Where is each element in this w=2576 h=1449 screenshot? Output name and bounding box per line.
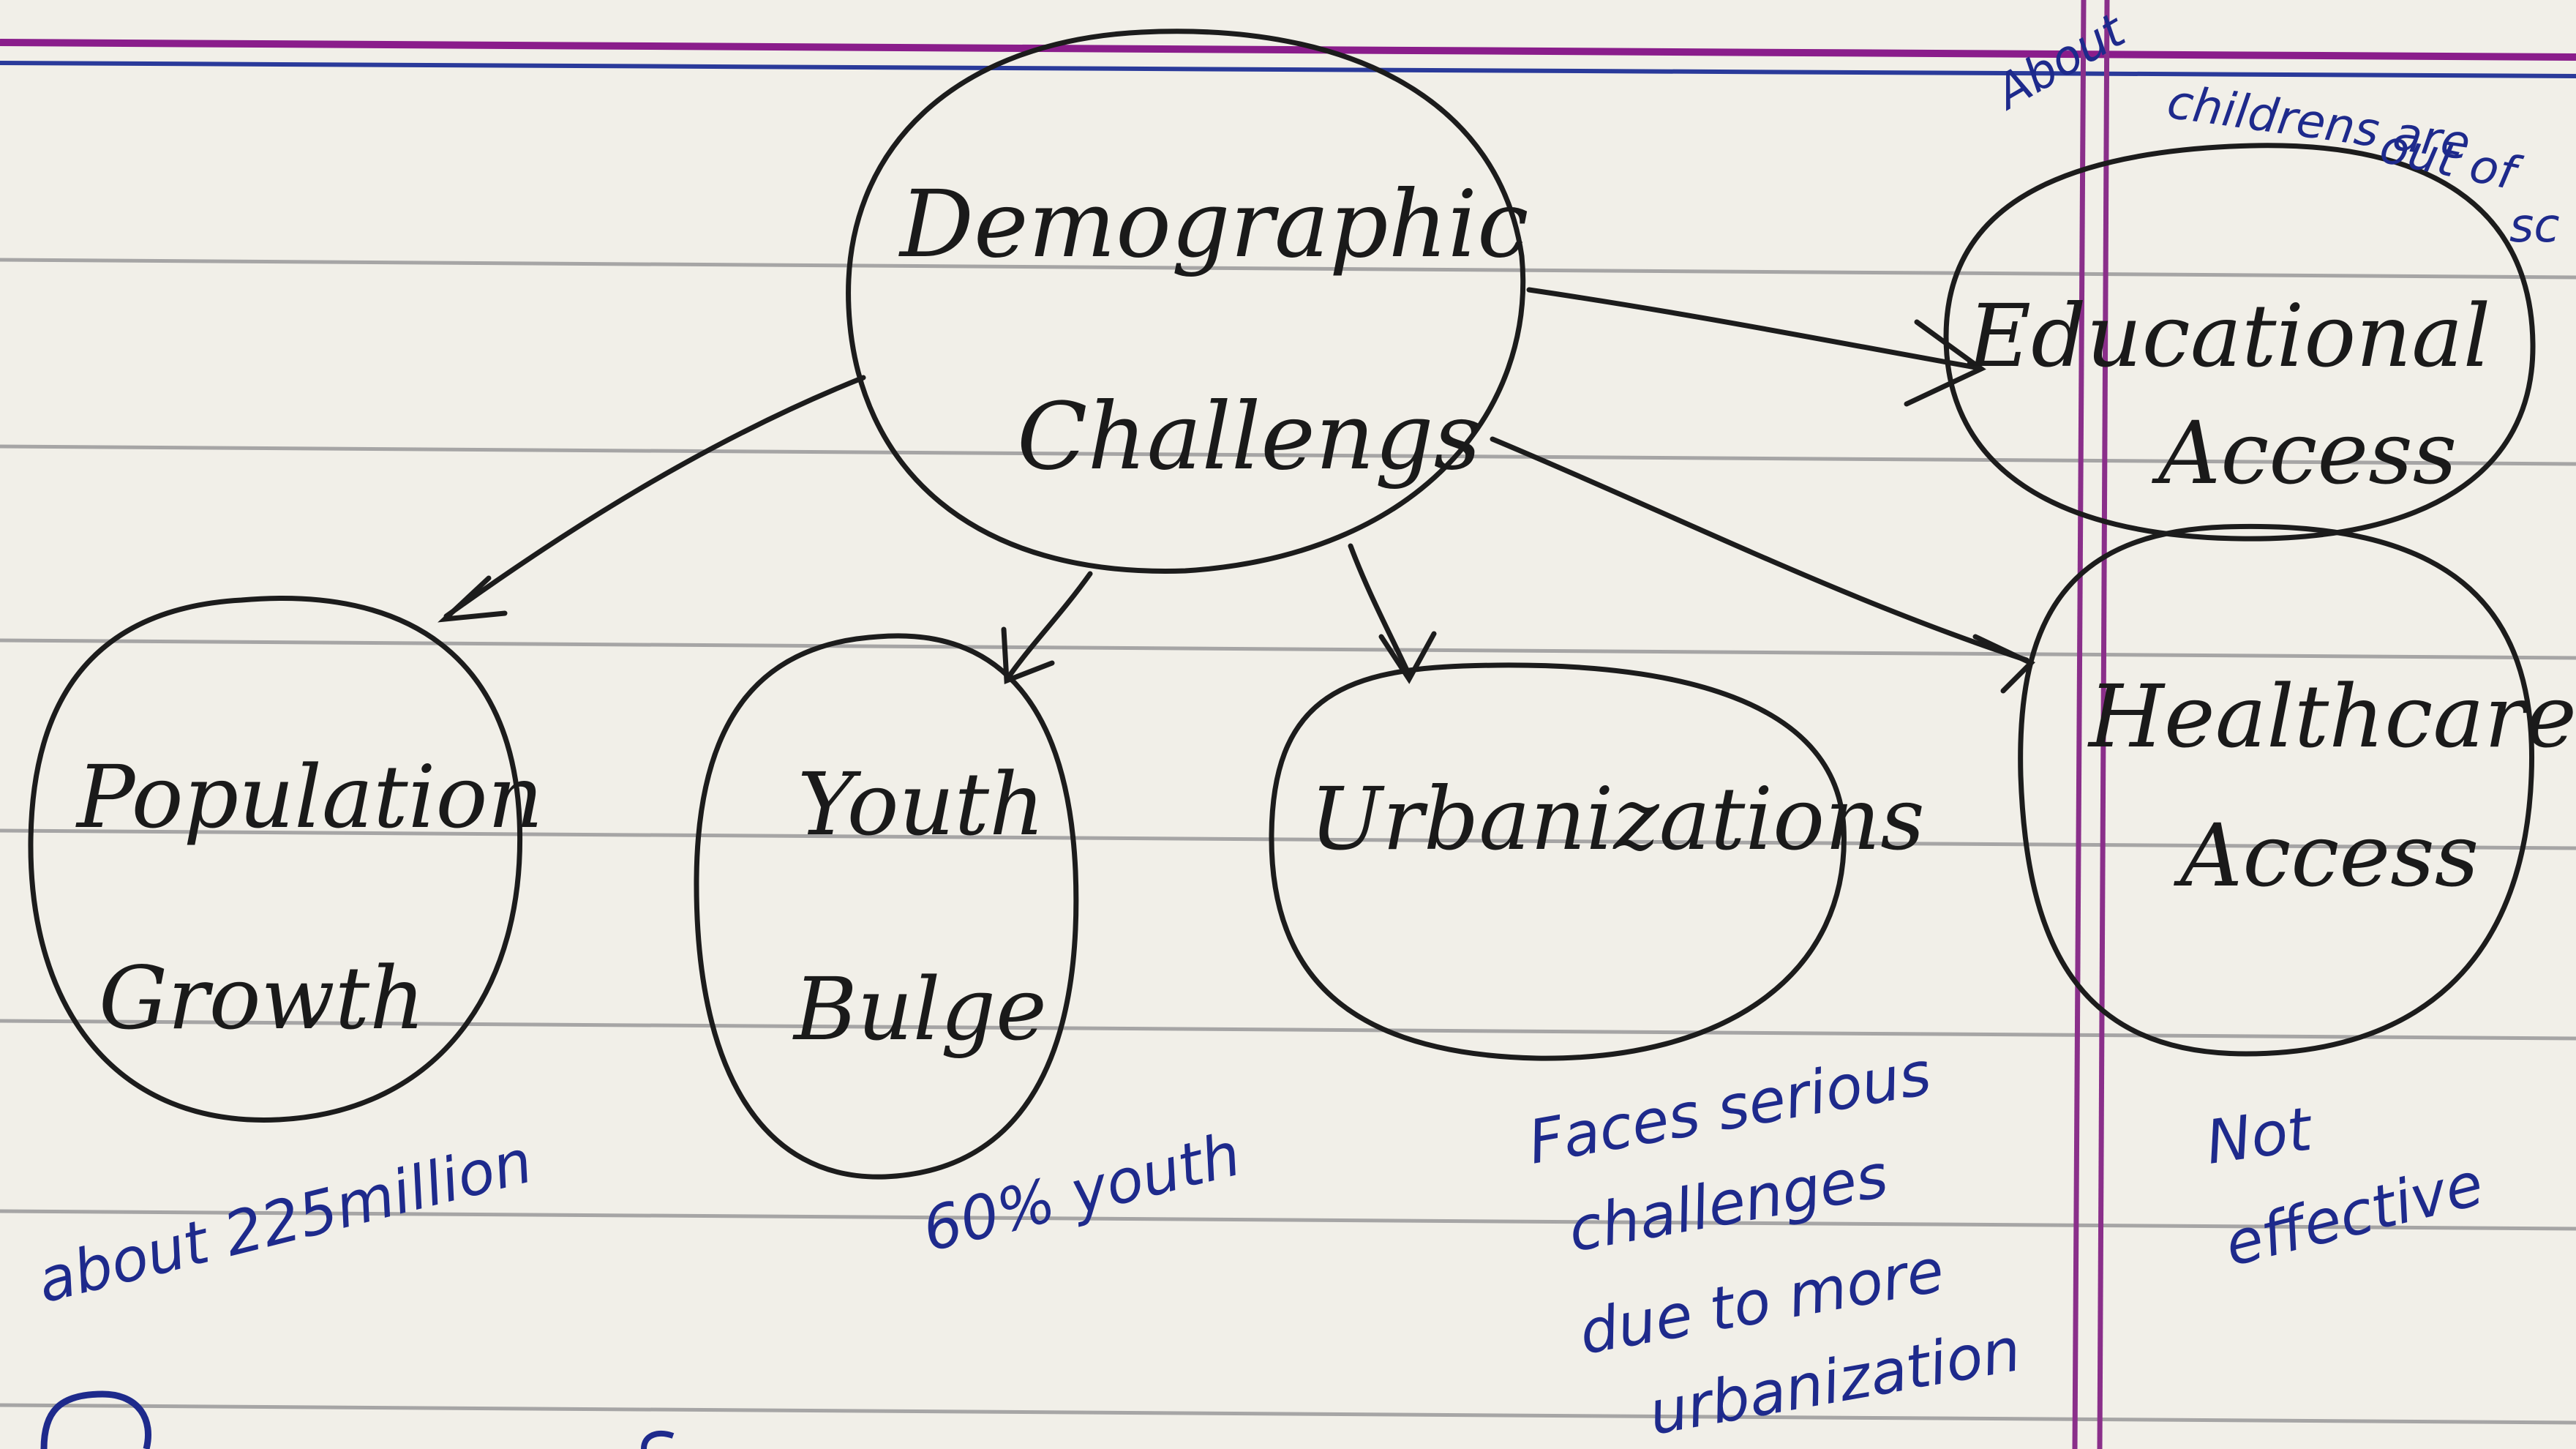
rule-line	[0, 828, 2576, 850]
arrowhead-education	[1904, 319, 1986, 407]
label-youth-line2: Bulge	[792, 959, 1047, 1060]
note-health-line1: Not	[2202, 1094, 2318, 1177]
node-labels: Demographic Challengs Population Growth …	[75, 171, 2576, 1060]
label-urbanizations: Urbanizations	[1310, 768, 1925, 869]
label-youth-line1: Youth	[797, 754, 1045, 855]
note-education-line4: sc	[2509, 199, 2560, 253]
top-margin-blue-line	[0, 61, 2576, 78]
label-demographic-line1: Demographic	[898, 171, 1529, 278]
node-shape-population-growth	[28, 596, 523, 1123]
edge-center-to-urban	[1348, 543, 1412, 678]
label-population-line2: Growth	[99, 948, 425, 1049]
rule-line	[0, 638, 2576, 660]
edge-center-to-youth	[1005, 571, 1093, 681]
node-shape-demographic-challenges	[846, 29, 1526, 574]
edge-center-to-population	[443, 375, 866, 619]
note-population: about 225million	[31, 1127, 539, 1317]
note-education-line1: About	[1985, 3, 2136, 121]
node-shape-healthcare-access	[2018, 523, 2535, 1057]
cutoff-handwriting-dot	[641, 1431, 675, 1449]
arrowhead-youth	[1001, 626, 1055, 684]
top-margin-purple-line	[0, 39, 2576, 61]
edges	[438, 287, 2035, 694]
node-shape-urbanizations	[1269, 662, 1847, 1061]
label-educational-line2: Access	[2152, 402, 2457, 503]
rule-line	[0, 1209, 2576, 1231]
label-healthcare-line1: Healthcare	[2087, 666, 2576, 767]
rule-line	[0, 444, 2576, 466]
cutoff-handwriting-mark	[40, 1390, 151, 1449]
label-population-line1: Population	[75, 746, 543, 847]
label-demographic-line2: Challengs	[1017, 383, 1481, 490]
side-margin-line-right	[2097, 0, 2110, 1449]
node-shape-educational-access	[1943, 143, 2536, 542]
rule-line	[0, 258, 2576, 280]
arrowhead-population	[438, 575, 508, 623]
edge-center-to-healthcare	[1490, 436, 2029, 663]
ruled-lines	[0, 258, 2576, 1425]
node-shapes	[28, 29, 2536, 1180]
rule-line	[0, 1403, 2576, 1425]
edge-center-to-education	[1526, 287, 1978, 370]
label-healthcare-line2: Access	[2174, 805, 2479, 906]
node-shape-youth-bulge	[694, 633, 1079, 1180]
note-youth: 60% youth	[916, 1120, 1247, 1265]
arrowhead-urban	[1378, 631, 1437, 684]
label-educational-line1: Educational	[1967, 285, 2490, 386]
side-margin-line-left	[2072, 0, 2087, 1449]
